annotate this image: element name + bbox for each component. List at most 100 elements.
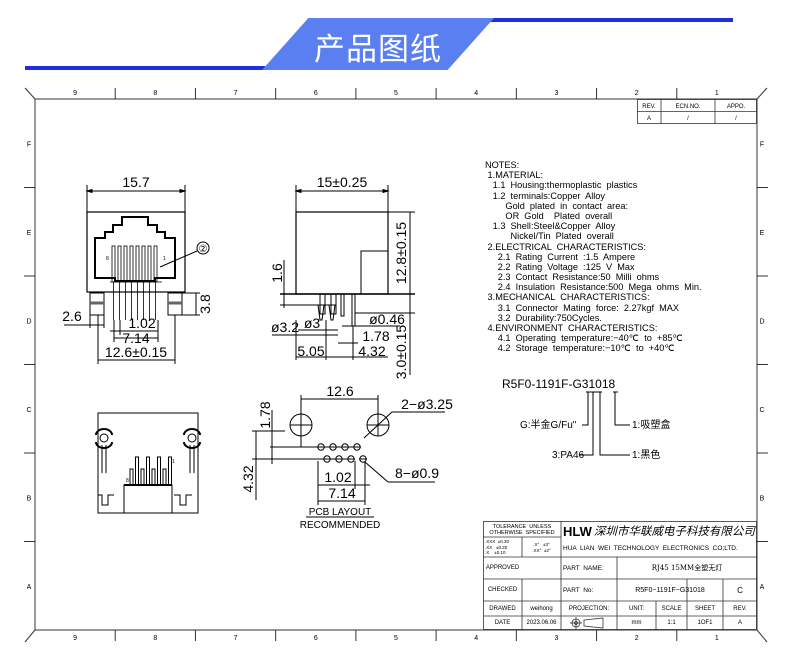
column-label-bottom: 4 — [474, 635, 478, 642]
dim-pin-length: 3.0±0.15 — [393, 325, 409, 380]
row-label-left: F — [27, 141, 31, 148]
column-label-top: 3 — [554, 90, 558, 97]
dim-mount-holes: 2−ø3.25 — [401, 396, 453, 412]
dim-mount-span: 12.6±0.15 — [105, 344, 167, 360]
arrow — [179, 188, 187, 194]
angle-x: .X° ±3° — [533, 542, 550, 547]
rear-outline — [97, 412, 199, 514]
note-line: 1.MATERIAL: — [485, 170, 544, 181]
column-label-top: 8 — [153, 90, 157, 97]
column-label-top: 9 — [73, 90, 77, 97]
note-line: 3.2 Durability:750Cycles. — [485, 312, 602, 323]
sheet-value: 1OF1 — [697, 620, 713, 626]
peg — [328, 304, 336, 321]
part-name-value: RJ45 15MM全塑无灯 — [651, 564, 723, 572]
column-label-bottom: 1 — [715, 635, 719, 642]
drawed-label: DRAWED — [489, 605, 516, 612]
row-label-right: F — [760, 141, 764, 148]
notes-block: NOTES: 1.MATERIAL: 1.1 Housing:thermopla… — [485, 160, 702, 354]
note-line: 4.ENVIRONMENT CHARACTERISTICS: — [485, 323, 658, 333]
contact-pin — [135, 245, 140, 283]
rear-pin — [146, 456, 150, 486]
dim-offset-a: 5.05 — [297, 343, 324, 359]
tolerance-xx: .XX ±0.20 — [485, 544, 508, 550]
frame-corner — [24, 629, 36, 643]
date-label: DATE — [494, 620, 511, 626]
date-value: 2023.06.06 — [526, 620, 557, 626]
column-label-top: 4 — [474, 90, 478, 97]
dim-peg-dia: ø3 — [304, 315, 321, 331]
note-line: 2.4 Insulation Resistance:500 Mega ohms … — [485, 282, 702, 293]
ecn-value: / — [687, 116, 689, 122]
legend-plating: G:半金G/Fu" — [520, 418, 577, 431]
rear-pin — [129, 468, 134, 486]
rear-pin-label-8: 8 — [126, 478, 129, 484]
checked-value — [522, 579, 561, 601]
part-no-label: PART No: — [563, 586, 594, 594]
rear-pin — [162, 468, 167, 486]
scale-value: 1:1 — [667, 620, 676, 626]
dim-peg-dia2: ø3.2 — [271, 319, 299, 335]
side-view: 15±0.25 12.8±0.15 1.6 ø3 ø3.2 ø0.46 1.78… — [269, 174, 415, 380]
drawed-value: weihong — [530, 605, 553, 612]
dim-offset-b: 4.32 — [358, 343, 385, 359]
dim-tab-height: 3.8 — [197, 294, 213, 314]
frame-corner — [756, 87, 768, 100]
checked-label: CHECKED — [487, 587, 518, 593]
dim-standoff: 1.6 — [269, 263, 285, 283]
pcb-subtitle: RECOMMENDED — [300, 520, 381, 530]
dim-pin-pitch: 1.78 — [362, 328, 389, 344]
contact-pin — [141, 245, 146, 283]
row-label-right: D — [759, 318, 764, 325]
rear-view: 8 1 — [95, 412, 201, 514]
contact-pin — [117, 245, 122, 283]
callout-2: ② — [199, 244, 208, 255]
size-value: C — [737, 585, 743, 595]
row-label-right: C — [759, 407, 764, 414]
banner-line-right — [490, 18, 733, 22]
rear-pin — [157, 456, 161, 486]
part-name-label: PART NAME: — [563, 564, 604, 572]
title-block: TOLERANCE UNLESS OTHERWISE SPECIFIED .XX… — [483, 521, 757, 630]
pin-label-1: 1 — [163, 256, 166, 262]
dim-width: 15.7 — [122, 174, 149, 190]
revision-table: REV. ECN.NO. APPO. A / / — [637, 99, 757, 124]
peg — [317, 304, 325, 321]
part-code: R5F0-1191F-G31018 — [502, 377, 616, 391]
contact-pin — [123, 245, 128, 283]
contact-pin — [129, 245, 134, 283]
note-line: Nickel/Tin Plated overall — [485, 231, 614, 242]
legend-color: 1:黑色 — [632, 448, 660, 461]
note-line: 4.1 Operating temperature:−40℃ to +85℃ — [485, 333, 683, 344]
rev-header: REV. — [642, 104, 656, 110]
rear-pin — [151, 468, 156, 486]
company-name-cn: 深圳市华联威电子科技有限公司 — [593, 524, 755, 538]
tolerance-xxx: .XXX ±0.30 — [485, 539, 509, 545]
callout-circle — [196, 241, 210, 255]
dim-pin-offset: 2.6 — [62, 308, 82, 324]
dim-depth: 4.32 — [240, 465, 256, 492]
notes-title: NOTES: — [485, 160, 520, 170]
pin-label-8: 8 — [106, 256, 109, 262]
rear-pin — [168, 456, 172, 486]
note-line: 1.3 Shell:Steel&Copper Alloy — [485, 221, 616, 232]
banner-title: 产品图纸 — [314, 32, 442, 68]
note-line: 3.1 Connector Mating force: 2.27kgf MAX — [485, 302, 680, 313]
dim-row-offset: 1.78 — [257, 401, 273, 428]
pcb-title: PCB LAYOUT — [309, 507, 372, 518]
dim-pcb-pin-span: 7.14 — [328, 485, 355, 501]
frame-corner — [756, 629, 768, 643]
appo-header: APPO. — [727, 104, 746, 110]
dim-pin-span: 7.14 — [122, 330, 149, 346]
legend-material: 3:PA46 — [552, 450, 584, 461]
row-label-left: A — [27, 584, 32, 591]
column-label-top: 5 — [394, 90, 398, 97]
row-label-right: B — [760, 495, 765, 502]
column-label-top: 1 — [715, 90, 719, 97]
part-code-legend: R5F0-1191F-G31018 G:半金G/Fu" 3:PA46 1:黑色 … — [502, 377, 670, 461]
tolerance-x: .X ±0.10 — [485, 550, 506, 556]
banner-line-left — [25, 66, 265, 70]
front-view: 15.7 2.6 1.02 7.14 12.6±0.15 3.8 ② 8 1 — [62, 174, 213, 364]
company-name-en: HUA LIAN WEI TECHNOLOGY ELECTRONICS CO;L… — [563, 544, 738, 552]
row-label-right: A — [760, 584, 765, 591]
